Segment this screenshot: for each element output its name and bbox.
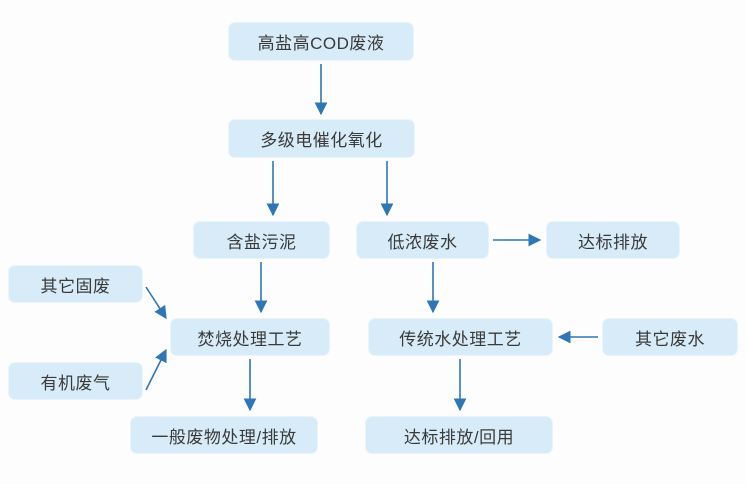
node-standard-discharge: 达标排放	[546, 221, 680, 259]
node-incineration-process: 焚烧处理工艺	[170, 318, 330, 356]
node-low-concentration-wastewater: 低浓废水	[356, 221, 489, 259]
node-high-salt-cod-waste: 高盐高COD废液	[228, 22, 414, 61]
node-standard-discharge-reuse: 达标排放/回用	[365, 416, 553, 454]
arrow-organic-gas-to-incineration	[145, 348, 167, 391]
node-other-solid-waste: 其它固废	[8, 265, 143, 303]
node-general-waste-disposal: 一般废物处理/排放	[130, 416, 318, 454]
node-conventional-water-treatment: 传统水处理工艺	[368, 318, 553, 356]
node-other-wastewater: 其它废水	[602, 318, 738, 356]
node-multistage-electrocatalytic-oxidation: 多级电催化氧化	[228, 119, 415, 158]
node-salty-sludge: 含盐污泥	[193, 221, 330, 259]
arrow-other-solid-to-incineration	[145, 286, 167, 320]
node-organic-waste-gas: 有机废气	[8, 362, 143, 400]
